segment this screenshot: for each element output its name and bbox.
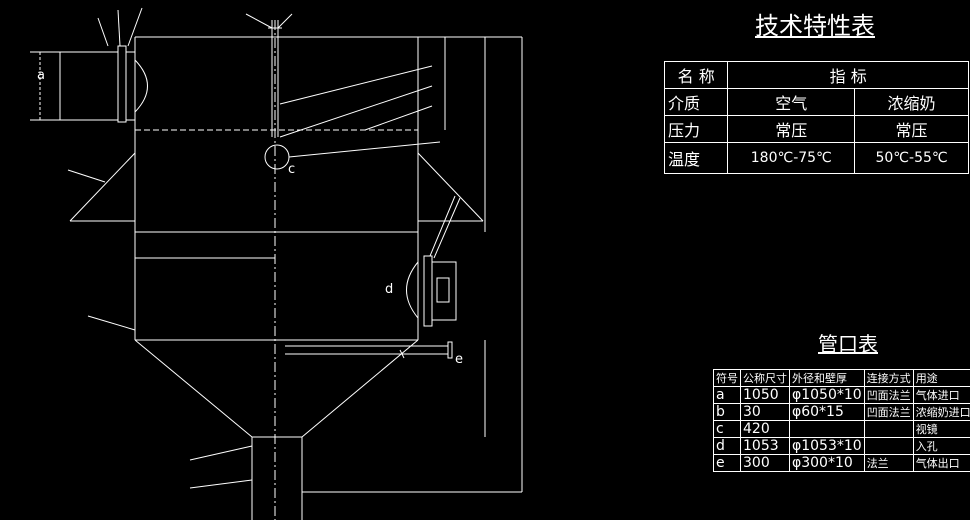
nozzle-cell: 气体出口 — [912, 454, 970, 472]
callout-c: c — [288, 162, 296, 177]
tech-table-title: 技术特性表 — [755, 12, 875, 40]
nozzle-table: 符号 公称尺寸 外径和壁厚 连接方式 用途 a 1050 φ1050*10 凹面… — [713, 369, 970, 472]
tech-cell: 空气 — [727, 88, 856, 116]
table-row: 符号 公称尺寸 外径和壁厚 连接方式 用途 — [713, 369, 970, 387]
nozzle-cell: 法兰 — [863, 454, 914, 472]
nozzle-header: 外径和壁厚 — [789, 369, 865, 387]
table-row: b 30 φ60*15 凹面法兰 浓缩奶进口 — [713, 403, 970, 421]
nozzle-cell: b — [713, 403, 741, 421]
table-row: 名 称 指 标 — [663, 61, 969, 89]
tech-cell: 常压 — [854, 115, 969, 143]
table-row: 温度 180℃-75℃ 50℃-55℃ — [663, 142, 969, 174]
nozzle-cell: 300 — [740, 454, 790, 472]
nozzle-header: 符号 — [713, 369, 741, 387]
nozzle-cell: 1053 — [740, 437, 790, 455]
nozzle-cell: 凹面法兰 — [863, 386, 914, 404]
table-row: c 420 视镜 — [713, 420, 970, 438]
nozzle-cell: 1050 — [740, 386, 790, 404]
table-row: 介质 空气 浓缩奶 — [663, 88, 969, 116]
nozzle-table-title: 管口表 — [818, 332, 878, 356]
nozzle-cell: 气体进口 — [912, 386, 970, 404]
tech-cell: 介质 — [663, 88, 729, 116]
nozzle-cell: φ60*15 — [789, 403, 865, 421]
table-row: d 1053 φ1053*10 入孔 — [713, 437, 970, 455]
nozzle-cell — [863, 437, 914, 455]
tech-spec-table: 名 称 指 标 介质 空气 浓缩奶 压力 常压 常压 温度 180℃-75℃ 5… — [663, 61, 969, 174]
tech-cell: 50℃-55℃ — [854, 142, 969, 174]
nozzle-cell — [863, 420, 914, 438]
tech-cell: 浓缩奶 — [854, 88, 969, 116]
tech-cell: 180℃-75℃ — [727, 142, 856, 174]
nozzle-cell: 凹面法兰 — [863, 403, 914, 421]
table-row: e 300 φ300*10 法兰 气体出口 — [713, 454, 970, 472]
table-row: a 1050 φ1050*10 凹面法兰 气体进口 — [713, 386, 970, 404]
callout-e: e — [455, 352, 463, 367]
tech-header-spec: 指 标 — [727, 61, 969, 89]
nozzle-cell — [789, 420, 865, 438]
nozzle-cell: φ300*10 — [789, 454, 865, 472]
nozzle-cell: e — [713, 454, 741, 472]
nozzle-header: 公称尺寸 — [740, 369, 790, 387]
table-row: 压力 常压 常压 — [663, 115, 969, 143]
nozzle-cell: a — [713, 386, 741, 404]
callout-d: d — [385, 282, 394, 297]
nozzle-header: 连接方式 — [863, 369, 914, 387]
callout-a: a — [37, 68, 45, 83]
nozzle-cell: d — [713, 437, 741, 455]
nozzle-header: 用途 — [912, 369, 970, 387]
nozzle-cell: φ1053*10 — [789, 437, 865, 455]
nozzle-cell: c — [713, 420, 741, 438]
nozzle-cell: 视镜 — [912, 420, 970, 438]
tech-cell: 常压 — [727, 115, 856, 143]
nozzle-cell: 420 — [740, 420, 790, 438]
tech-cell: 压力 — [663, 115, 729, 143]
nozzle-cell: 30 — [740, 403, 790, 421]
nozzle-cell: φ1050*10 — [789, 386, 865, 404]
nozzle-cell: 入孔 — [912, 437, 970, 455]
nozzle-cell: 浓缩奶进口 — [912, 403, 970, 421]
tech-header-name: 名 称 — [663, 61, 729, 89]
tech-cell: 温度 — [663, 142, 729, 174]
